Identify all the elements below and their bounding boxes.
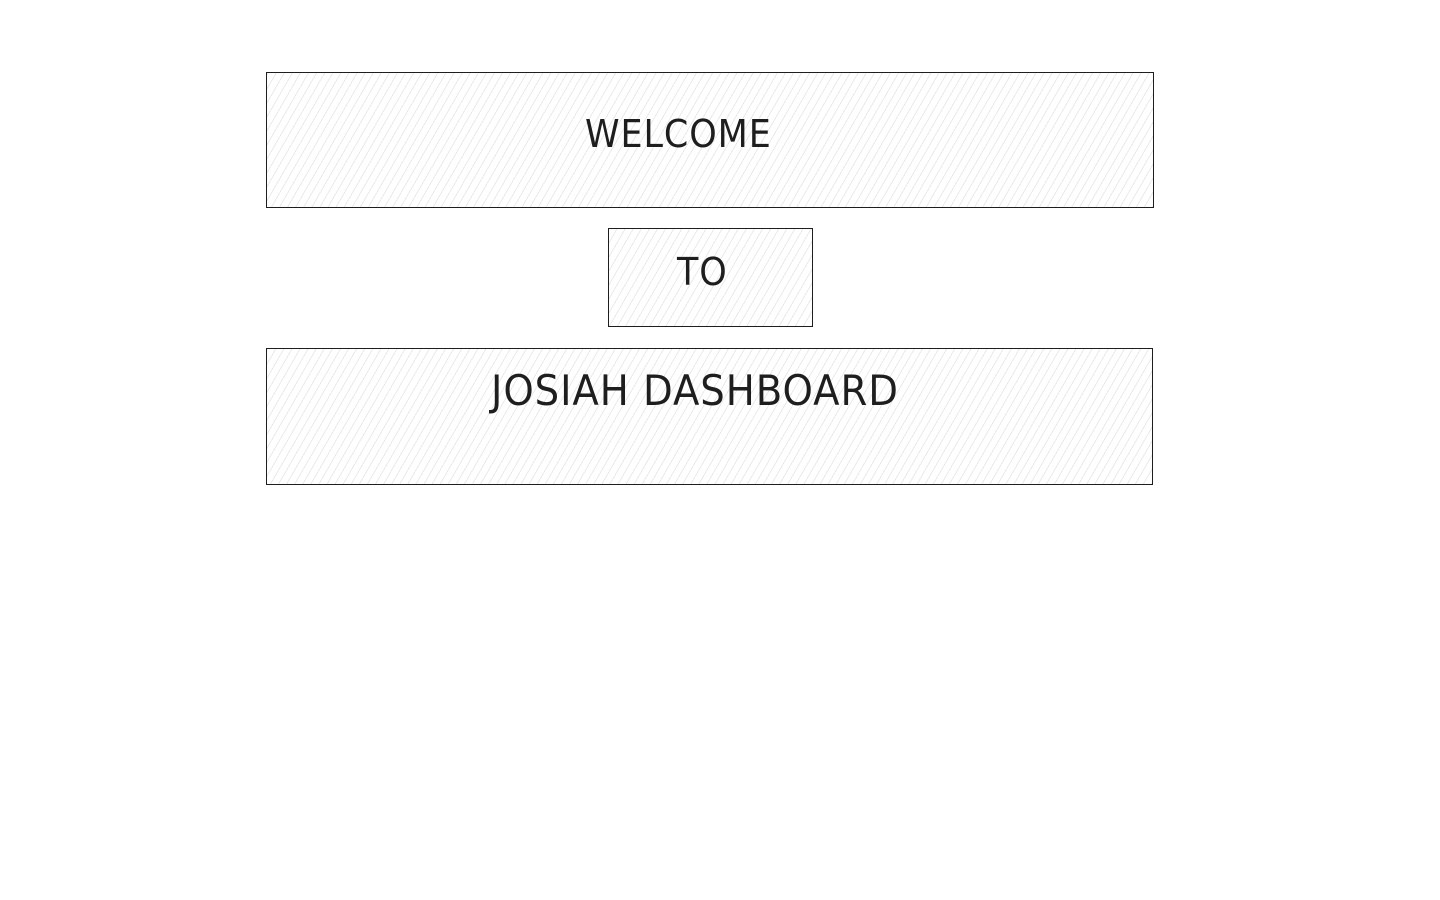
to-label: TO xyxy=(677,250,728,294)
to-box xyxy=(608,228,813,327)
welcome-box xyxy=(266,72,1154,208)
welcome-label: WELCOME xyxy=(585,112,772,156)
dashboard-title-box xyxy=(266,348,1153,485)
dashboard-title-label: JOSIAH DASHBOARD xyxy=(491,366,899,415)
